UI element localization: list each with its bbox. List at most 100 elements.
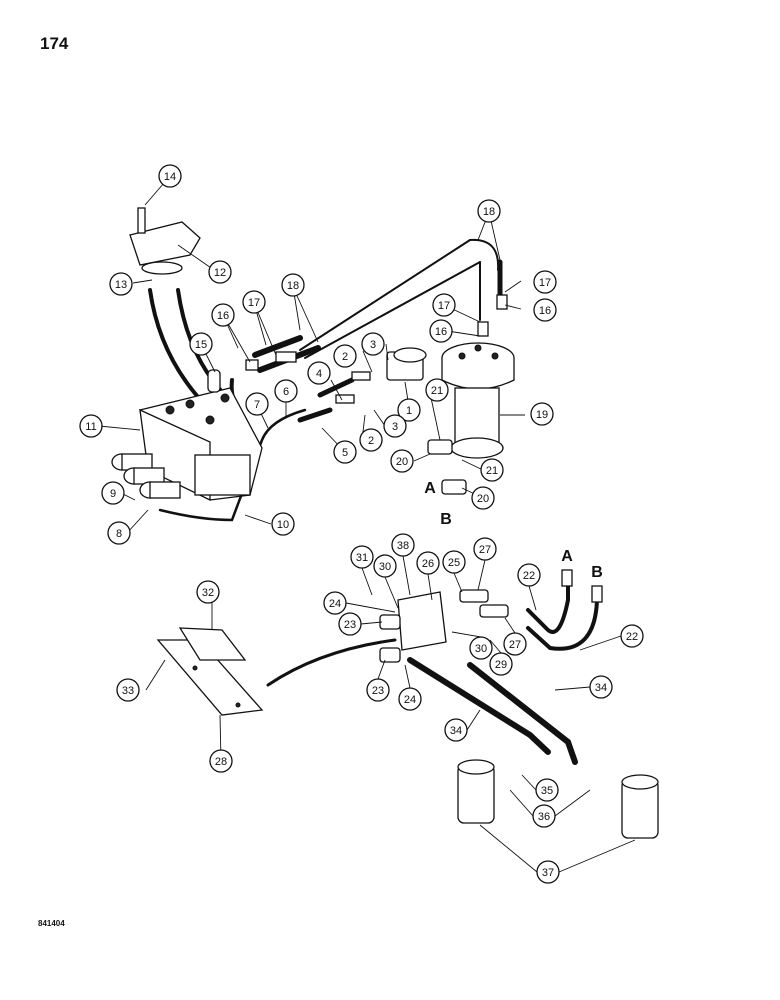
svg-text:19: 19 <box>536 409 548 421</box>
svg-text:21: 21 <box>486 465 498 477</box>
svg-text:26: 26 <box>422 558 434 570</box>
callout-13: 13 <box>109 272 133 296</box>
fittings <box>207 294 603 603</box>
svg-text:27: 27 <box>509 639 521 651</box>
svg-text:30: 30 <box>379 561 391 573</box>
svg-text:17: 17 <box>438 300 450 312</box>
callout-6: 6 <box>274 379 298 403</box>
svg-text:35: 35 <box>541 785 553 797</box>
callout-22a: 22 <box>517 563 541 587</box>
svg-text:22: 22 <box>626 631 638 643</box>
callout-3b: 3 <box>383 414 407 438</box>
svg-text:13: 13 <box>115 279 127 291</box>
control-valve <box>111 387 263 502</box>
callout-10: 10 <box>271 512 295 536</box>
callout-8: 8 <box>107 521 131 545</box>
callout-21b: 21 <box>480 458 504 482</box>
callout-21a: 21 <box>425 378 449 402</box>
svg-text:24: 24 <box>404 694 416 706</box>
callout-2a: 2 <box>333 344 357 368</box>
callout-32: 32 <box>196 580 220 604</box>
svg-text:34: 34 <box>595 682 607 694</box>
callout-17c: 17 <box>533 270 557 294</box>
callout-19: 19 <box>530 402 554 426</box>
svg-text:1: 1 <box>406 405 412 417</box>
svg-text:34: 34 <box>450 725 462 737</box>
callout-33: 33 <box>116 678 140 702</box>
svg-text:23: 23 <box>372 685 384 697</box>
callout-7: 7 <box>245 392 269 416</box>
svg-text:4: 4 <box>316 368 322 380</box>
port-b-upper: B <box>440 511 452 528</box>
callout-17b: 17 <box>432 293 456 317</box>
svg-text:3: 3 <box>370 339 376 351</box>
svg-text:17: 17 <box>248 297 260 309</box>
port-a-lower: A <box>561 548 573 565</box>
svg-text:33: 33 <box>122 685 134 697</box>
callout-9: 9 <box>101 481 125 505</box>
svg-text:7: 7 <box>254 399 260 411</box>
callout-36: 36 <box>532 804 556 828</box>
callout-22b: 22 <box>620 624 644 648</box>
callout-11: 11 <box>79 414 103 438</box>
svg-text:37: 37 <box>542 867 554 879</box>
callout-27a: 27 <box>473 537 497 561</box>
svg-text:21: 21 <box>431 385 443 397</box>
svg-text:36: 36 <box>538 811 550 823</box>
callout-20a: 20 <box>390 449 414 473</box>
manifold <box>379 589 509 663</box>
svg-text:18: 18 <box>483 206 495 218</box>
callout-16b: 16 <box>429 319 453 343</box>
svg-text:6: 6 <box>283 386 289 398</box>
plate <box>156 627 264 716</box>
swivel <box>441 342 515 459</box>
callout-18b: 18 <box>281 273 305 297</box>
svg-text:32: 32 <box>202 587 214 599</box>
svg-text:12: 12 <box>214 267 226 279</box>
callouts: 1 2 2 3 3 4 5 6 7 8 9 10 11 12 13 14 15 … <box>79 164 644 884</box>
svg-text:16: 16 <box>435 326 447 338</box>
svg-text:16: 16 <box>539 305 551 317</box>
callout-24a: 24 <box>323 591 347 615</box>
callout-34b: 34 <box>444 718 468 742</box>
figure-code: 841404 <box>38 919 65 928</box>
callout-23b: 23 <box>366 678 390 702</box>
callout-26: 26 <box>416 551 440 575</box>
callout-14: 14 <box>158 164 182 188</box>
svg-text:17: 17 <box>539 277 551 289</box>
callout-16a: 16 <box>211 303 235 327</box>
callout-25: 25 <box>442 550 466 574</box>
pump <box>386 347 427 381</box>
callout-2b: 2 <box>359 428 383 452</box>
svg-text:5: 5 <box>342 447 348 459</box>
svg-text:18: 18 <box>287 280 299 292</box>
callout-17a: 17 <box>242 290 266 314</box>
callout-4: 4 <box>307 361 331 385</box>
callout-38: 38 <box>391 533 415 557</box>
svg-text:22: 22 <box>523 570 535 582</box>
callout-20b: 20 <box>471 486 495 510</box>
svg-text:20: 20 <box>396 456 408 468</box>
callout-24b: 24 <box>398 687 422 711</box>
callout-3a: 3 <box>361 332 385 356</box>
svg-text:15: 15 <box>195 339 207 351</box>
callout-31: 31 <box>350 545 374 569</box>
clamp <box>129 207 201 275</box>
svg-text:30: 30 <box>475 643 487 655</box>
callout-30a: 30 <box>373 554 397 578</box>
svg-text:23: 23 <box>344 619 356 631</box>
callout-15: 15 <box>189 332 213 356</box>
hoses <box>148 238 599 765</box>
callout-12: 12 <box>208 260 232 284</box>
callout-34a: 34 <box>589 675 613 699</box>
callout-35: 35 <box>535 778 559 802</box>
callout-37: 37 <box>536 860 560 884</box>
svg-text:29: 29 <box>495 659 507 671</box>
svg-text:25: 25 <box>448 557 460 569</box>
port-letters: A B A B <box>424 480 603 581</box>
svg-text:14: 14 <box>164 171 176 183</box>
svg-text:2: 2 <box>342 351 348 363</box>
svg-text:27: 27 <box>479 544 491 556</box>
svg-text:10: 10 <box>277 519 289 531</box>
callout-27b: 27 <box>503 632 527 656</box>
